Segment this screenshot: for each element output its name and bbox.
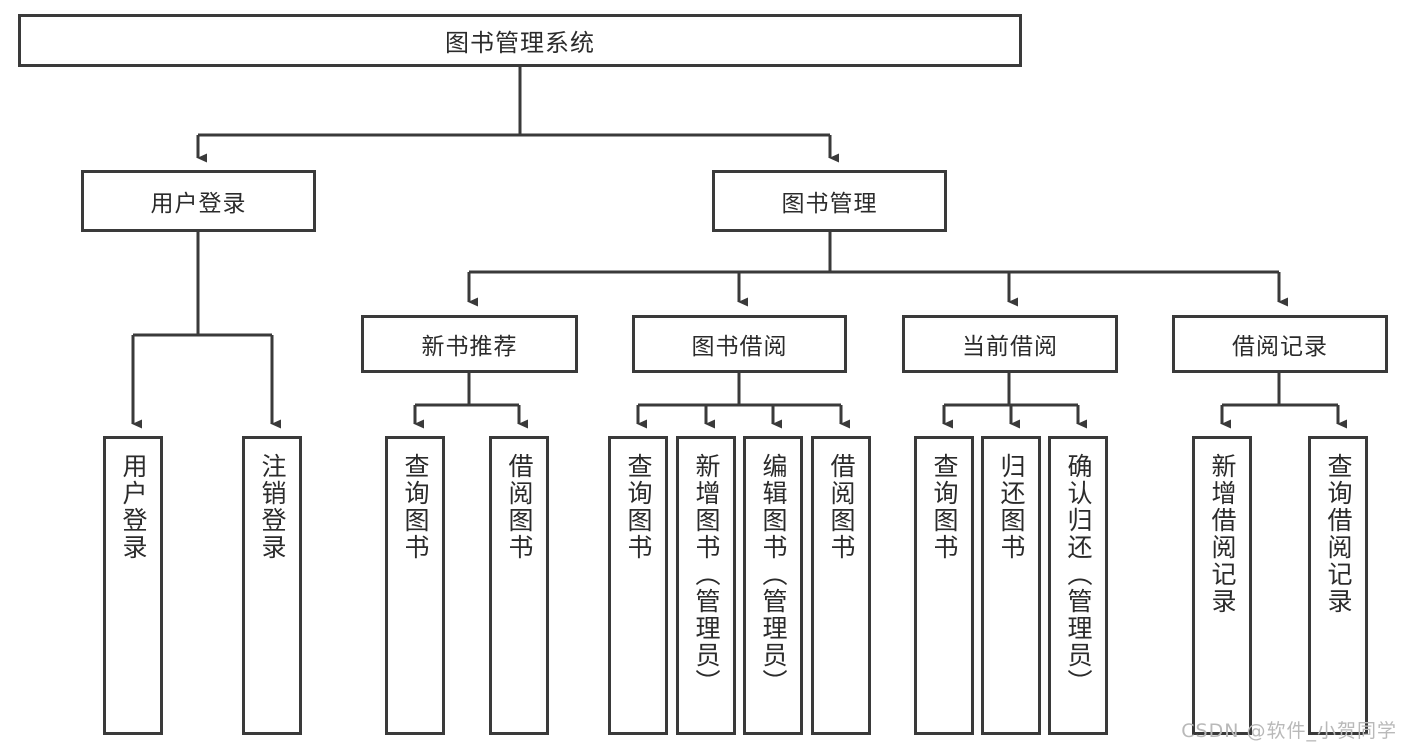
- node-leaf-new-book-borrow[interactable]: 借阅图书: [489, 436, 549, 735]
- node-leaf-label: 用户登录: [119, 453, 148, 561]
- node-new-book-recommend-label: 新书推荐: [421, 334, 518, 360]
- node-book-borrow[interactable]: 图书借阅: [632, 315, 847, 373]
- node-root-label: 图书管理系统: [445, 29, 595, 57]
- node-leaf-current-query[interactable]: 查询图书: [914, 436, 974, 735]
- watermark-text: CSDN @软件_小贺同学: [1181, 720, 1397, 742]
- node-leaf-label: 查询图书: [624, 453, 653, 561]
- node-leaf-label: 新增借阅记录: [1208, 453, 1237, 615]
- node-book-management-label: 图书管理: [781, 191, 878, 217]
- node-user-login-label: 用户登录: [150, 191, 247, 217]
- node-current-borrow-label: 当前借阅: [962, 334, 1058, 360]
- node-borrow-record[interactable]: 借阅记录: [1172, 315, 1388, 373]
- node-leaf-current-return[interactable]: 归还图书: [981, 436, 1041, 735]
- node-leaf-label: 编辑图书（管理员）: [759, 453, 788, 696]
- node-root-book-management-system[interactable]: 图书管理系统: [18, 14, 1022, 67]
- node-leaf-label: 归还图书: [997, 453, 1026, 561]
- node-user-login[interactable]: 用户登录: [81, 170, 316, 232]
- node-book-management[interactable]: 图书管理: [712, 170, 947, 232]
- node-leaf-user-login-logout[interactable]: 注销登录: [242, 436, 302, 735]
- node-leaf-label: 注销登录: [258, 453, 287, 561]
- node-leaf-borrow-edit-book-admin[interactable]: 编辑图书（管理员）: [743, 436, 803, 735]
- node-leaf-label: 查询借阅记录: [1324, 453, 1353, 615]
- node-leaf-label: 新增图书（管理员）: [692, 453, 721, 696]
- node-leaf-borrow-query[interactable]: 查询图书: [608, 436, 668, 735]
- node-book-borrow-label: 图书借阅: [691, 334, 788, 360]
- node-leaf-label: 借阅图书: [827, 453, 856, 561]
- node-leaf-label: 借阅图书: [505, 453, 534, 561]
- node-new-book-recommend[interactable]: 新书推荐: [361, 315, 578, 373]
- node-leaf-label: 确认归还（管理员）: [1064, 453, 1093, 696]
- node-leaf-borrow-borrow-book[interactable]: 借阅图书: [811, 436, 871, 735]
- node-borrow-record-label: 借阅记录: [1232, 334, 1328, 360]
- node-leaf-user-login-login[interactable]: 用户登录: [103, 436, 163, 735]
- node-leaf-new-book-query[interactable]: 查询图书: [385, 436, 445, 735]
- node-leaf-record-add[interactable]: 新增借阅记录: [1192, 436, 1252, 735]
- node-leaf-current-confirm-return-admin[interactable]: 确认归还（管理员）: [1048, 436, 1108, 735]
- node-leaf-label: 查询图书: [401, 453, 430, 561]
- node-current-borrow[interactable]: 当前借阅: [902, 315, 1118, 373]
- node-leaf-record-query[interactable]: 查询借阅记录: [1308, 436, 1368, 735]
- node-leaf-borrow-add-book-admin[interactable]: 新增图书（管理员）: [676, 436, 736, 735]
- node-leaf-label: 查询图书: [930, 453, 959, 561]
